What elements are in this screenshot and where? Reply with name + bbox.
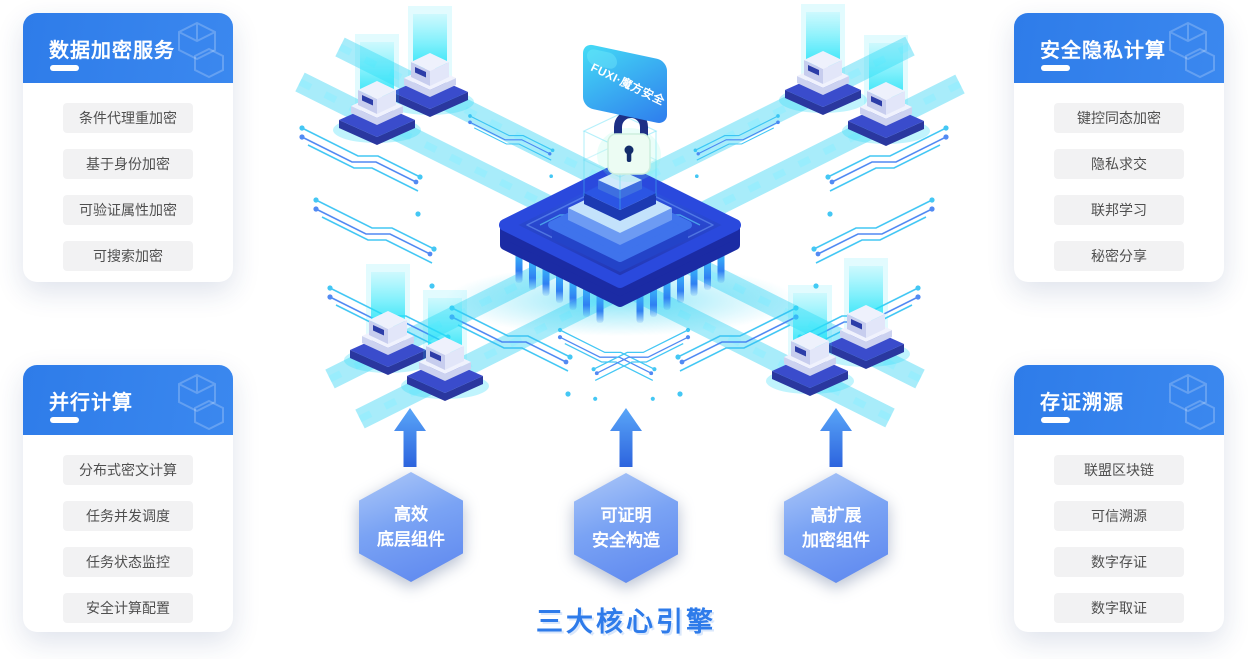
- title-underline: [1041, 417, 1070, 423]
- feature-item: 条件代理重加密: [63, 103, 193, 133]
- title-underline: [1041, 65, 1070, 71]
- panel-title: 存证溯源: [1040, 392, 1124, 414]
- hexagon-label-line: 底层组件: [377, 530, 445, 549]
- title-underline: [50, 65, 79, 71]
- feature-item: 可搜索加密: [63, 241, 193, 271]
- hexagon-label-line: 安全构造: [592, 531, 660, 550]
- feature-item: 数字取证: [1054, 593, 1184, 623]
- engine-hexagon-scalable: 高扩展 加密组件: [784, 473, 888, 583]
- panel-body: 联盟区块链 可信溯源 数字存证 数字取证: [1014, 435, 1224, 623]
- security-lock-icon: [597, 110, 661, 182]
- feature-item: 联盟区块链: [1054, 455, 1184, 485]
- feature-item: 键控同态加密: [1054, 103, 1184, 133]
- cubes-decoration-icon: [178, 373, 224, 431]
- panel-title: 并行计算: [49, 392, 133, 414]
- engine-hexagon-provable: 可证明 安全构造: [574, 473, 678, 583]
- panel-body: 键控同态加密 隐私求交 联邦学习 秘密分享: [1014, 83, 1224, 271]
- engine-arrows: [394, 408, 852, 467]
- feature-item: 分布式密文计算: [63, 455, 193, 485]
- feature-item: 基于身份加密: [63, 149, 193, 179]
- engine-hexagon-wrap: 高效 底层组件: [359, 472, 463, 582]
- panel-header: 安全隐私计算: [1014, 13, 1224, 83]
- title-underline: [50, 417, 79, 423]
- cubes-decoration-icon: [1169, 373, 1215, 431]
- feature-item: 数字存证: [1054, 547, 1184, 577]
- feature-item: 秘密分享: [1054, 241, 1184, 271]
- engine-hexagon-wrap: 可证明 安全构造: [574, 473, 678, 583]
- hexagon-label-line: 可证明: [600, 505, 652, 525]
- panel-header: 并行计算: [23, 365, 233, 435]
- workstation-node: [779, 4, 867, 115]
- feature-item: 安全计算配置: [63, 593, 193, 623]
- feature-item: 任务状态监控: [63, 547, 193, 577]
- panel-evidence-tracing: 存证溯源 联盟区块链 可信溯源 数字存证 数字取证: [1014, 365, 1224, 632]
- panel-title: 数据加密服务: [49, 40, 175, 62]
- feature-item: 隐私求交: [1054, 149, 1184, 179]
- panel-data-encryption: 数据加密服务 条件代理重加密 基于身份加密 可验证属性加密 可搜索加密: [23, 13, 233, 282]
- panel-body: 条件代理重加密 基于身份加密 可验证属性加密 可搜索加密: [23, 83, 233, 271]
- engines-caption: 三大核心引擎: [536, 607, 716, 637]
- panel-title: 安全隐私计算: [1040, 40, 1166, 62]
- workstation-node: [344, 264, 432, 375]
- chip-platform: [548, 170, 692, 272]
- hexagon-label-line: 加密组件: [802, 531, 870, 550]
- hexagon-label-line: 高扩展: [810, 505, 862, 525]
- feature-item: 联邦学习: [1054, 195, 1184, 225]
- central-chip: FUXI·魔方安全: [445, 44, 795, 336]
- cubes-decoration-icon: [1169, 21, 1215, 79]
- engine-hexagon-efficient: 高效 底层组件: [359, 472, 463, 582]
- workstation-node: [822, 258, 910, 369]
- panel-header: 数据加密服务: [23, 13, 233, 83]
- fuxi-banner: FUXI·魔方安全: [583, 44, 667, 123]
- feature-item: 可验证属性加密: [63, 195, 193, 225]
- hexagon-label-line: 高效: [394, 504, 428, 524]
- feature-item: 任务并发调度: [63, 501, 193, 531]
- feature-item: 可信溯源: [1054, 501, 1184, 531]
- workstation-node: [386, 6, 474, 117]
- cubes-decoration-icon: [178, 21, 224, 79]
- panel-parallel-computing: 并行计算 分布式密文计算 任务并发调度 任务状态监控 安全计算配置: [23, 365, 233, 632]
- panel-privacy-computing: 安全隐私计算 键控同态加密 隐私求交 联邦学习 秘密分享: [1014, 13, 1224, 282]
- engine-hexagon-wrap: 高扩展 加密组件: [784, 473, 888, 583]
- panel-header: 存证溯源: [1014, 365, 1224, 435]
- panel-body: 分布式密文计算 任务并发调度 任务状态监控 安全计算配置: [23, 435, 233, 623]
